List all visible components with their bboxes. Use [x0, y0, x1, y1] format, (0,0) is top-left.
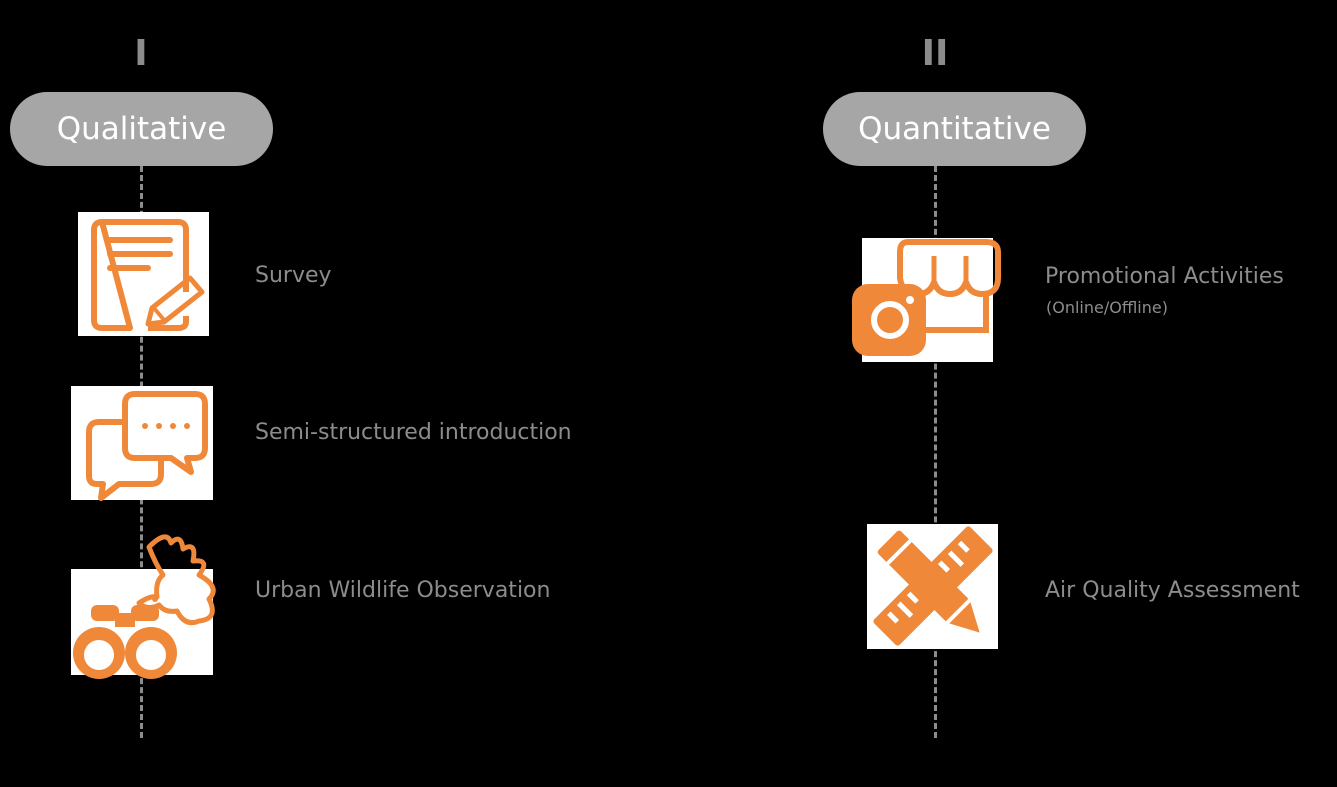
survey-label: Survey [255, 263, 332, 288]
speech-bubbles-icon [86, 391, 208, 501]
survey-icon-box [78, 212, 209, 336]
qualitative-heading-pill: Qualitative [10, 92, 273, 166]
column-2-numeral: II [921, 33, 949, 74]
binoculars-bird-icon [73, 534, 216, 679]
promo-icon-box [852, 238, 1001, 362]
column-1-numeral: I [134, 33, 148, 74]
ruler-pencil-icon [873, 526, 993, 646]
survey-document-pencil-icon [91, 219, 205, 331]
semi-structured-label: Semi-structured introduction [255, 420, 572, 445]
quantitative-heading-pill: Quantitative [823, 92, 1086, 166]
urban-wildlife-label: Urban Wildlife Observation [255, 578, 551, 603]
shop-camera-icon [852, 239, 1001, 356]
tools-icon-box [867, 524, 998, 649]
chat-icon-box [71, 386, 213, 501]
wildlife-icon-box [71, 534, 216, 679]
quantitative-timeline-line [934, 166, 937, 738]
air-quality-label: Air Quality Assessment [1045, 578, 1300, 603]
promotional-activities-sublabel: (Online/Offline) [1046, 298, 1168, 317]
promotional-activities-label: Promotional Activities [1045, 264, 1284, 289]
